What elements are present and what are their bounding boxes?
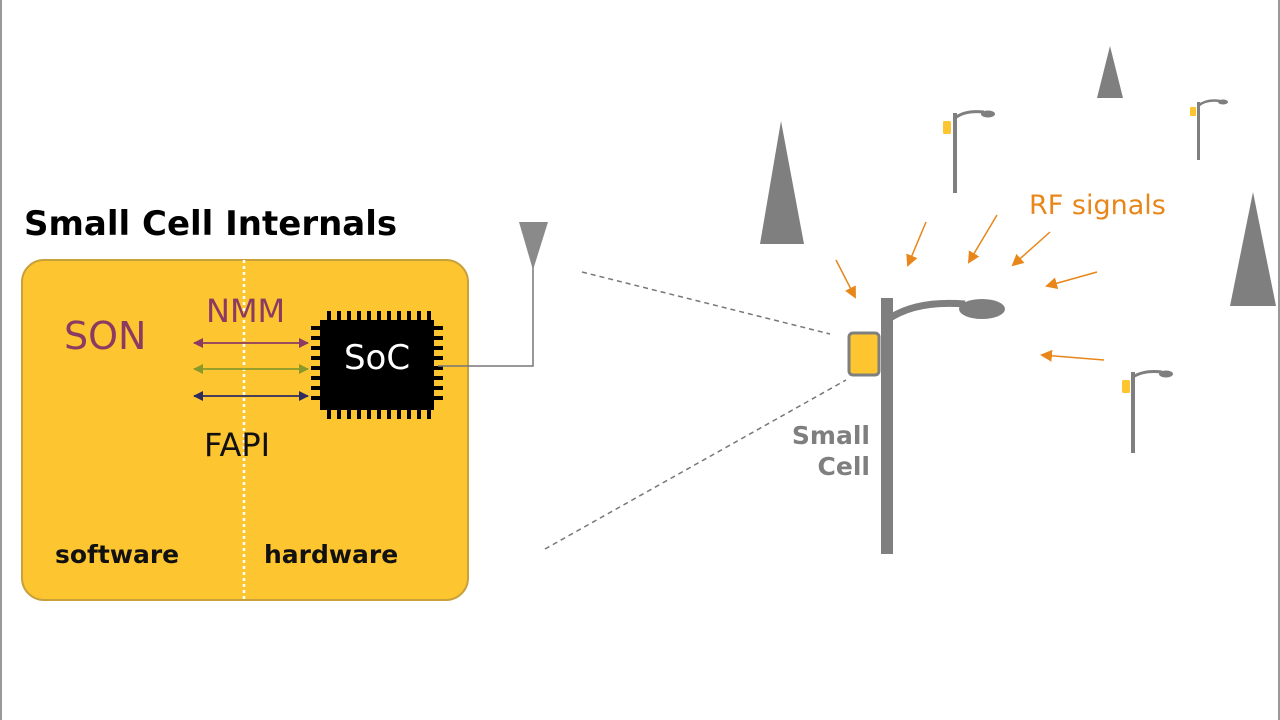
- streetlight-icon: [1122, 370, 1173, 453]
- tree-icon: [1230, 192, 1276, 306]
- rf-signal-arrows: [835, 214, 1105, 362]
- small-cell-label-line2: Cell: [817, 452, 870, 481]
- chip-body: [320, 320, 434, 410]
- streetlight-icon: [943, 110, 995, 193]
- soc-chip: [311, 311, 443, 419]
- diagram-title: Small Cell Internals: [24, 204, 398, 244]
- software-label: software: [55, 540, 180, 569]
- zoom-line-top: [581, 271, 831, 335]
- son-label: SON: [64, 314, 147, 358]
- fapi-label: FAPI: [204, 426, 271, 464]
- small-cell-label: Small Cell: [760, 420, 870, 482]
- chip-pins: [311, 311, 443, 419]
- tree-icon: [1097, 46, 1123, 98]
- soc-label: SoC: [343, 338, 411, 378]
- nmm-label: NMM: [206, 292, 286, 330]
- main-streetlight: [881, 298, 1005, 554]
- hardware-label: hardware: [264, 540, 399, 569]
- small-cell-label-line1: Small: [791, 421, 870, 450]
- small-cell-device: [847, 331, 881, 377]
- tree-icon: [760, 121, 804, 244]
- rf-signals-label: RF signals: [1029, 190, 1166, 221]
- antenna-icon: [519, 222, 548, 270]
- zoom-line-bottom: [544, 379, 847, 550]
- antenna-wire: [438, 250, 534, 367]
- streetlight-icon: [1190, 99, 1228, 160]
